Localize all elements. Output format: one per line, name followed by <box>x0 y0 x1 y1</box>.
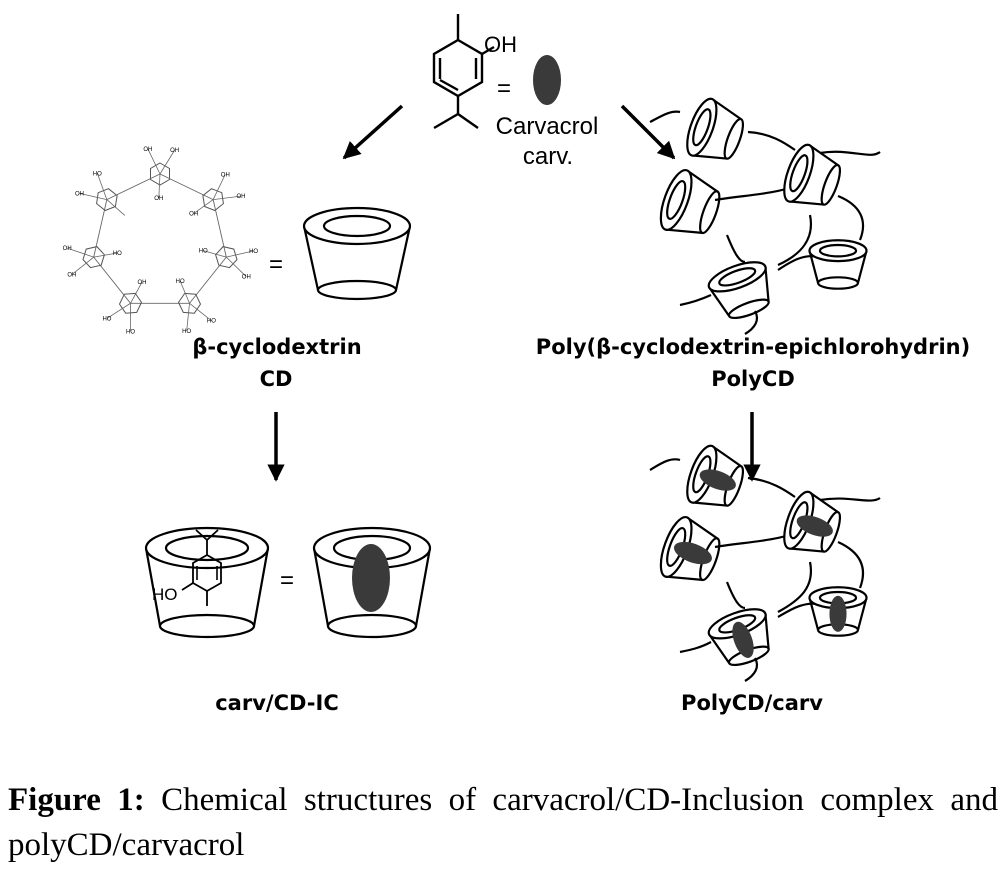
glucose-unit: OH OH HO <box>63 199 122 279</box>
glucose-unit: HO HO OH <box>93 256 146 335</box>
hydroxyl-label-small: OH <box>170 148 179 154</box>
arrow-to-polycd <box>620 104 676 160</box>
hydroxyl-label-small: HO <box>249 249 258 255</box>
glucose-unit: OH HO HO <box>189 246 258 304</box>
encapsulated-carvacrol <box>829 595 847 632</box>
ic-equals: = <box>280 567 294 594</box>
hydroxyl-label-small: OH <box>221 172 230 178</box>
arrow-to-cd <box>342 104 404 160</box>
hydroxyl-label-small: HO <box>182 329 191 335</box>
encapsulated-carvacrol <box>732 621 754 658</box>
inclusion-complex-structure <box>144 526 270 639</box>
hydroxyl-label-small: OH <box>63 246 72 252</box>
polycd-carv-cyclodextrin-unit <box>783 490 842 553</box>
hydroxyl-label-small: HO <box>102 316 111 322</box>
cd-abbr: CD <box>260 367 293 391</box>
hydroxyl-label-small: OH <box>154 196 163 202</box>
carvacrol-name: Carvacrol <box>496 113 599 140</box>
caption-text: Chemical structures of carvacrol/CD-Incl… <box>8 782 998 863</box>
polycd-carv-units <box>659 444 868 667</box>
hydroxyl-label-small: OH <box>242 275 251 281</box>
hydroxyl-label: OH <box>484 32 517 57</box>
glucose-unit: HO HO HO <box>130 279 216 335</box>
cd-equals: = <box>269 251 283 278</box>
encapsulated-carvacrol <box>352 544 390 612</box>
carvacrol-structure <box>432 14 495 130</box>
cyclodextrin-ring-structure: OH OH OH OH OH OH OH HO HO HO HO HO HO HO OH OH OH HO HO OH <box>63 147 259 335</box>
hydroxyl-label-small: OH <box>189 212 198 218</box>
hydroxyl-label-small: OH <box>67 273 76 279</box>
polycd-carv-cyclodextrin-unit <box>659 516 721 582</box>
hydroxyl-label-small: HO <box>176 279 185 285</box>
polycd-cyclodextrin-unit <box>783 143 842 206</box>
glucose-unit: OH OH OH <box>189 172 245 258</box>
carvacrol-equals: = <box>497 75 511 102</box>
polycd-carv-name: PolyCD/carv <box>681 691 823 715</box>
figure-caption: Figure 1: Chemical structures of carvacr… <box>8 778 998 868</box>
inclusion-complex-name: carv/CD-IC <box>215 691 339 715</box>
polycd-cyclodextrin-unit <box>808 239 868 290</box>
polycd-abbr: PolyCD <box>711 367 795 391</box>
hydroxyl-label-small: HO <box>113 251 122 257</box>
hydroxyl-label-small: HO <box>93 171 102 177</box>
polycd-cyclodextrin-unit <box>686 97 745 160</box>
glucose-unit: HO OH <box>75 171 161 216</box>
cd-name: β-cyclodextrin <box>192 335 361 359</box>
hydroxyl-label-small: HO <box>199 249 208 255</box>
encapsulated-carvacrol <box>673 541 712 565</box>
polycd-cyclodextrin-unit <box>659 169 721 235</box>
hydroxyl-label-small: HO <box>126 329 135 335</box>
polycd-cyclodextrin-unit <box>707 261 770 320</box>
hydroxyl-label-small: OH <box>236 194 245 200</box>
carvacrol-symbol <box>533 55 561 105</box>
glucose-unit: OH OH OH <box>143 147 214 202</box>
cyclodextrin-cone <box>302 206 412 301</box>
encapsulated-carvacrol <box>796 515 833 537</box>
polycd-carv-cyclodextrin-unit <box>686 444 745 507</box>
caption-prefix: Figure 1: <box>8 782 145 818</box>
hydroxyl-label-small: OH <box>75 191 84 197</box>
carvacrol-abbr: carv. <box>523 143 573 170</box>
hydroxyl-label-small: OH <box>137 280 146 286</box>
polycd-name: Poly(β-cyclodextrin-epichlorohydrin) <box>536 335 970 359</box>
ic-hydroxyl-label: HO <box>152 585 178 604</box>
polycd-cyclodextrin-units <box>659 97 868 320</box>
polycd-carv-cyclodextrin-unit <box>707 608 770 667</box>
hydroxyl-label-small: OH <box>143 147 152 153</box>
hydroxyl-label-small: HO <box>207 319 216 325</box>
polycd-carv-cyclodextrin-unit <box>808 586 868 637</box>
encapsulated-carvacrol <box>699 469 736 491</box>
